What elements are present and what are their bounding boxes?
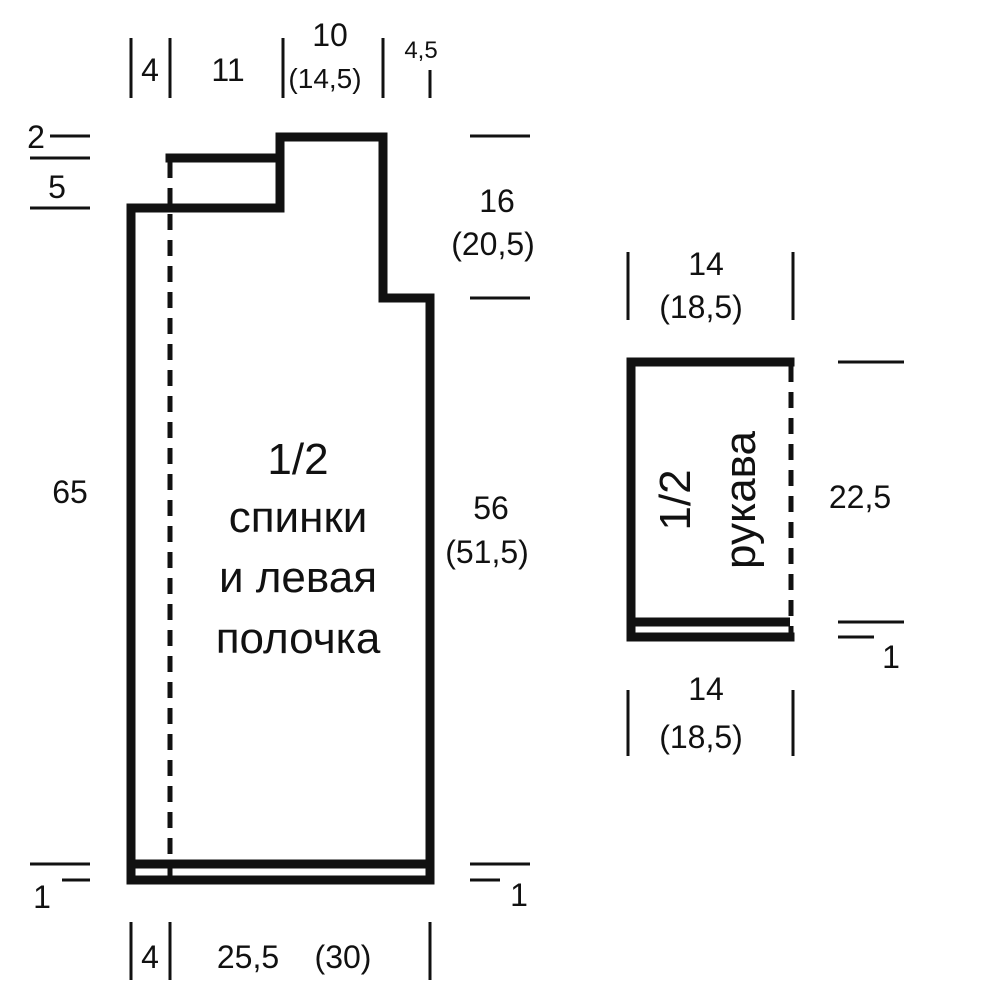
sleeve-title-1: 1/2 — [651, 469, 700, 530]
dim-hem-left: 1 — [33, 879, 51, 915]
dim-left-top-small: 2 — [27, 119, 45, 155]
dim-sleeve-top-width: 14 — [688, 246, 724, 282]
dim-sleeve-bottom-width-alt: (18,5) — [659, 719, 743, 755]
back-left-dimensions: 2 5 65 1 — [27, 119, 90, 915]
sleeve-piece: 1/2 рукава — [626, 357, 795, 642]
dim-sleeve-cuff: 1 — [882, 639, 900, 675]
dim-bottom-width: 25,5 — [217, 939, 279, 975]
dim-sleeve-height: 22,5 — [829, 479, 891, 515]
sleeve-dimensions: 14 (18,5) 22,5 1 14 (18,5) — [626, 246, 904, 756]
dim-top-shoulder: 11 — [211, 52, 244, 88]
dim-top-neck-alt: (14,5) — [288, 63, 361, 94]
dim-armhole: 16 — [479, 183, 515, 219]
dim-side-length: 56 — [473, 490, 509, 526]
dim-height-total: 65 — [52, 474, 88, 510]
dim-side-length-alt: (51,5) — [445, 534, 529, 570]
dim-bottom-placket: 4 — [141, 939, 159, 975]
back-piece-title-2: спинки — [229, 493, 368, 542]
back-piece-title-4: полочка — [216, 614, 381, 663]
dim-sleeve-top-width-alt: (18,5) — [659, 289, 743, 325]
dim-top-right: 4,5 — [404, 37, 437, 64]
dim-bottom-width-alt: (30) — [315, 939, 372, 975]
dim-armhole-alt: (20,5) — [451, 226, 535, 262]
back-bottom-dimensions: 4 25,5 (30) — [129, 922, 432, 980]
back-top-dimensions: 4 11 10 (14,5) 4,5 — [129, 17, 438, 98]
dim-top-placket: 4 — [141, 52, 159, 88]
dim-top-neck: 10 — [312, 17, 348, 53]
dim-left-top-large: 5 — [48, 169, 66, 205]
back-right-dimensions: 16 (20,5) 56 (51,5) 1 — [445, 134, 535, 913]
back-piece-outline — [126, 132, 435, 885]
dim-hem-right: 1 — [510, 877, 528, 913]
sleeve-outline — [626, 357, 795, 642]
dim-sleeve-bottom-width: 14 — [688, 671, 724, 707]
back-piece-title-3: и левая — [219, 553, 377, 602]
back-piece-title-1: 1/2 — [267, 435, 328, 484]
back-piece: 1/2 спинки и левая полочка — [126, 132, 435, 885]
sleeve-title-2: рукава — [716, 430, 765, 569]
